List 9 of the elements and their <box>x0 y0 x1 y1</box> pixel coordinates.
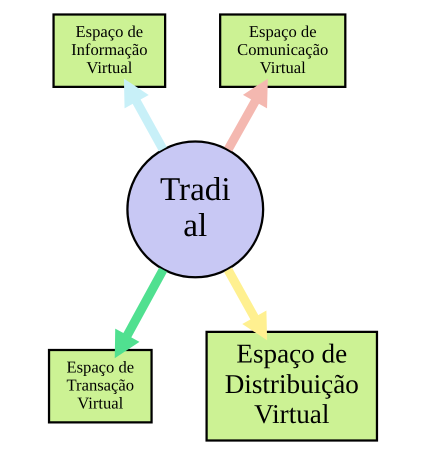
arrow <box>114 268 167 358</box>
node-box: Espaço de Comunicação Virtual <box>218 13 346 88</box>
node-box: Espaço de Informação Virtual <box>52 13 166 88</box>
arrow <box>123 78 166 152</box>
node-box: Espaço de Transação Virtual <box>47 348 152 424</box>
arrow <box>224 268 267 340</box>
node-circle: Tradi al <box>126 140 264 278</box>
arrow <box>224 78 268 152</box>
node-box: Espaço de Distribuição Virtual <box>204 330 378 442</box>
